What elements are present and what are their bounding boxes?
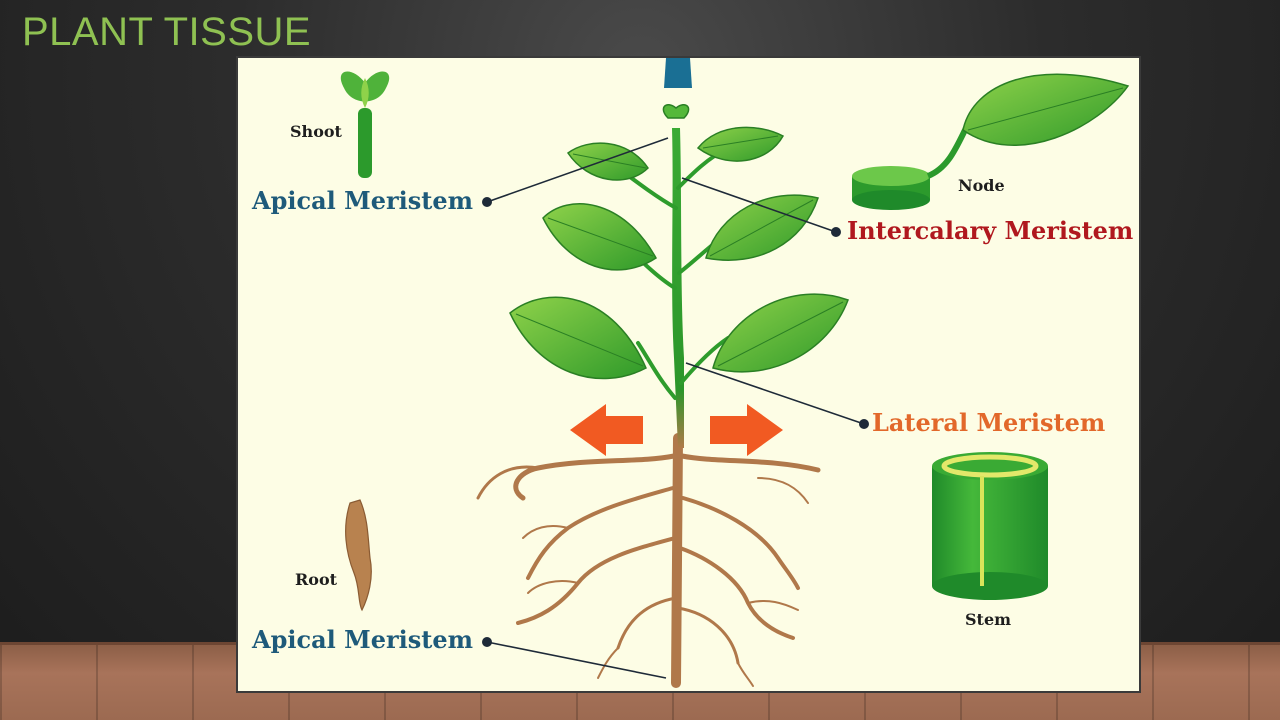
leaf-veins [515,135,844,367]
arrow-right-shape [710,404,783,456]
plant-diagram-svg [340,58,1130,688]
lateral-meristem-label: Lateral Meristem [872,408,1106,437]
diagram-panel: Shoot Apical Meristem Node Intercalary M… [236,56,1141,693]
slide-title: PLANT TISSUE [22,10,312,54]
leader-dots [482,197,869,647]
leader-lines [486,137,865,679]
node-label: Node [958,176,1005,195]
arrow-left-shape [570,404,643,456]
apical-meristem-top-label: Apical Meristem [252,186,474,215]
intercalary-meristem-label: Intercalary Meristem [847,216,1134,245]
node-illustration [852,73,1130,210]
top-tab-shape [664,58,692,88]
shoot-illustration [340,71,390,178]
stem-illustration [932,452,1048,600]
root-illustration [345,499,372,612]
shoot-label: Shoot [290,122,342,141]
apical-meristem-bottom-label: Apical Meristem [252,625,474,654]
stem-label: Stem [965,610,1012,629]
root-label: Root [295,570,338,589]
plant-roots [476,433,821,688]
